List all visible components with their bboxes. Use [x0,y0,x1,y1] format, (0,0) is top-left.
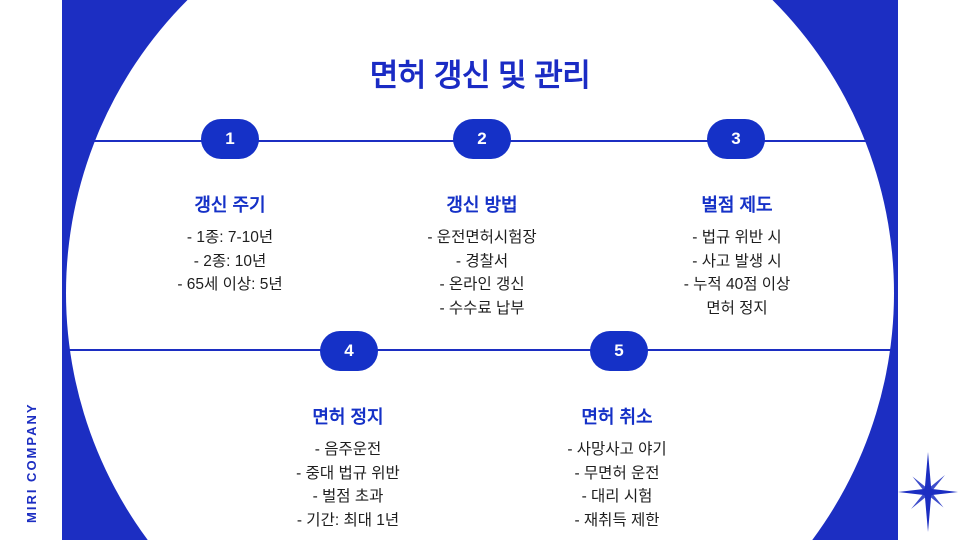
section-heading: 갱신 방법 [446,195,518,215]
list-item: - 사고 발생 시 [692,252,782,270]
list-item: - 운전면허시험장 [427,229,537,246]
list-item: - 벌점 초과 [312,488,384,505]
step-section-license-suspension: 면허 정지 - 음주운전 - 중대 법규 위반 - 벌점 초과 - 기간: 최대… [238,405,458,532]
step-section-penalty-points: 벌점 제도 - 법규 위반 시 - 사고 발생 시 - 누적 40점 이상 면허… [627,193,847,320]
list-item: - 재취득 제한 [574,511,660,529]
step-section-renewal-cycle: 갱신 주기 - 1종: 7-10년 - 2종: 10년 - 65세 이상: 5년 [120,193,340,297]
step-number: 5 [614,341,624,360]
sparkle-icon [898,452,958,532]
list-item: - 기간: 최대 1년 [296,511,400,529]
timeline-row2-line [64,349,896,351]
list-item: - 수수료 납부 [439,299,525,317]
step-number: 4 [344,341,354,360]
step-section-renewal-method: 갱신 방법 - 운전면허시험장 - 경찰서 - 온라인 갱신 - 수수료 납부 [372,193,592,320]
step-section-license-revocation: 면허 취소 - 사망사고 야기 - 무면허 운전 - 대리 시험 - 재취득 제… [507,405,727,532]
step-number: 1 [225,129,235,148]
list-item: - 누적 40점 이상 [683,276,791,293]
step-number: 2 [477,129,487,148]
list-item: - 65세 이상: 5년 [177,276,283,293]
step-badge-2: 2 [453,119,511,159]
step-number: 3 [731,129,741,148]
list-item: - 사망사고 야기 [567,441,667,458]
step-badge-5: 5 [590,331,648,371]
list-item: - 2종: 10년 [193,252,267,270]
step-badge-4: 4 [320,331,378,371]
list-item: - 음주운전 [314,441,382,458]
list-item: - 법규 위반 시 [692,229,782,246]
slide-title: 면허 갱신 및 관리 [369,58,591,93]
list-item: 면허 정지 [706,299,768,317]
section-heading: 면허 취소 [581,407,653,427]
list-item: - 중대 법규 위반 [296,464,400,482]
list-item: - 1종: 7-10년 [186,229,274,246]
list-item: - 대리 시험 [581,488,653,505]
section-heading: 면허 정지 [312,407,384,427]
section-heading: 벌점 제도 [701,195,773,215]
step-badge-1: 1 [201,119,259,159]
list-item: - 온라인 갱신 [439,276,525,293]
list-item: - 경찰서 [455,252,509,270]
section-heading: 갱신 주기 [194,195,266,215]
brand-vertical-text: MIRI COMPANY [24,402,39,523]
step-badge-3: 3 [707,119,765,159]
white-circle-background [66,0,894,540]
list-item: - 무면허 운전 [574,464,660,482]
